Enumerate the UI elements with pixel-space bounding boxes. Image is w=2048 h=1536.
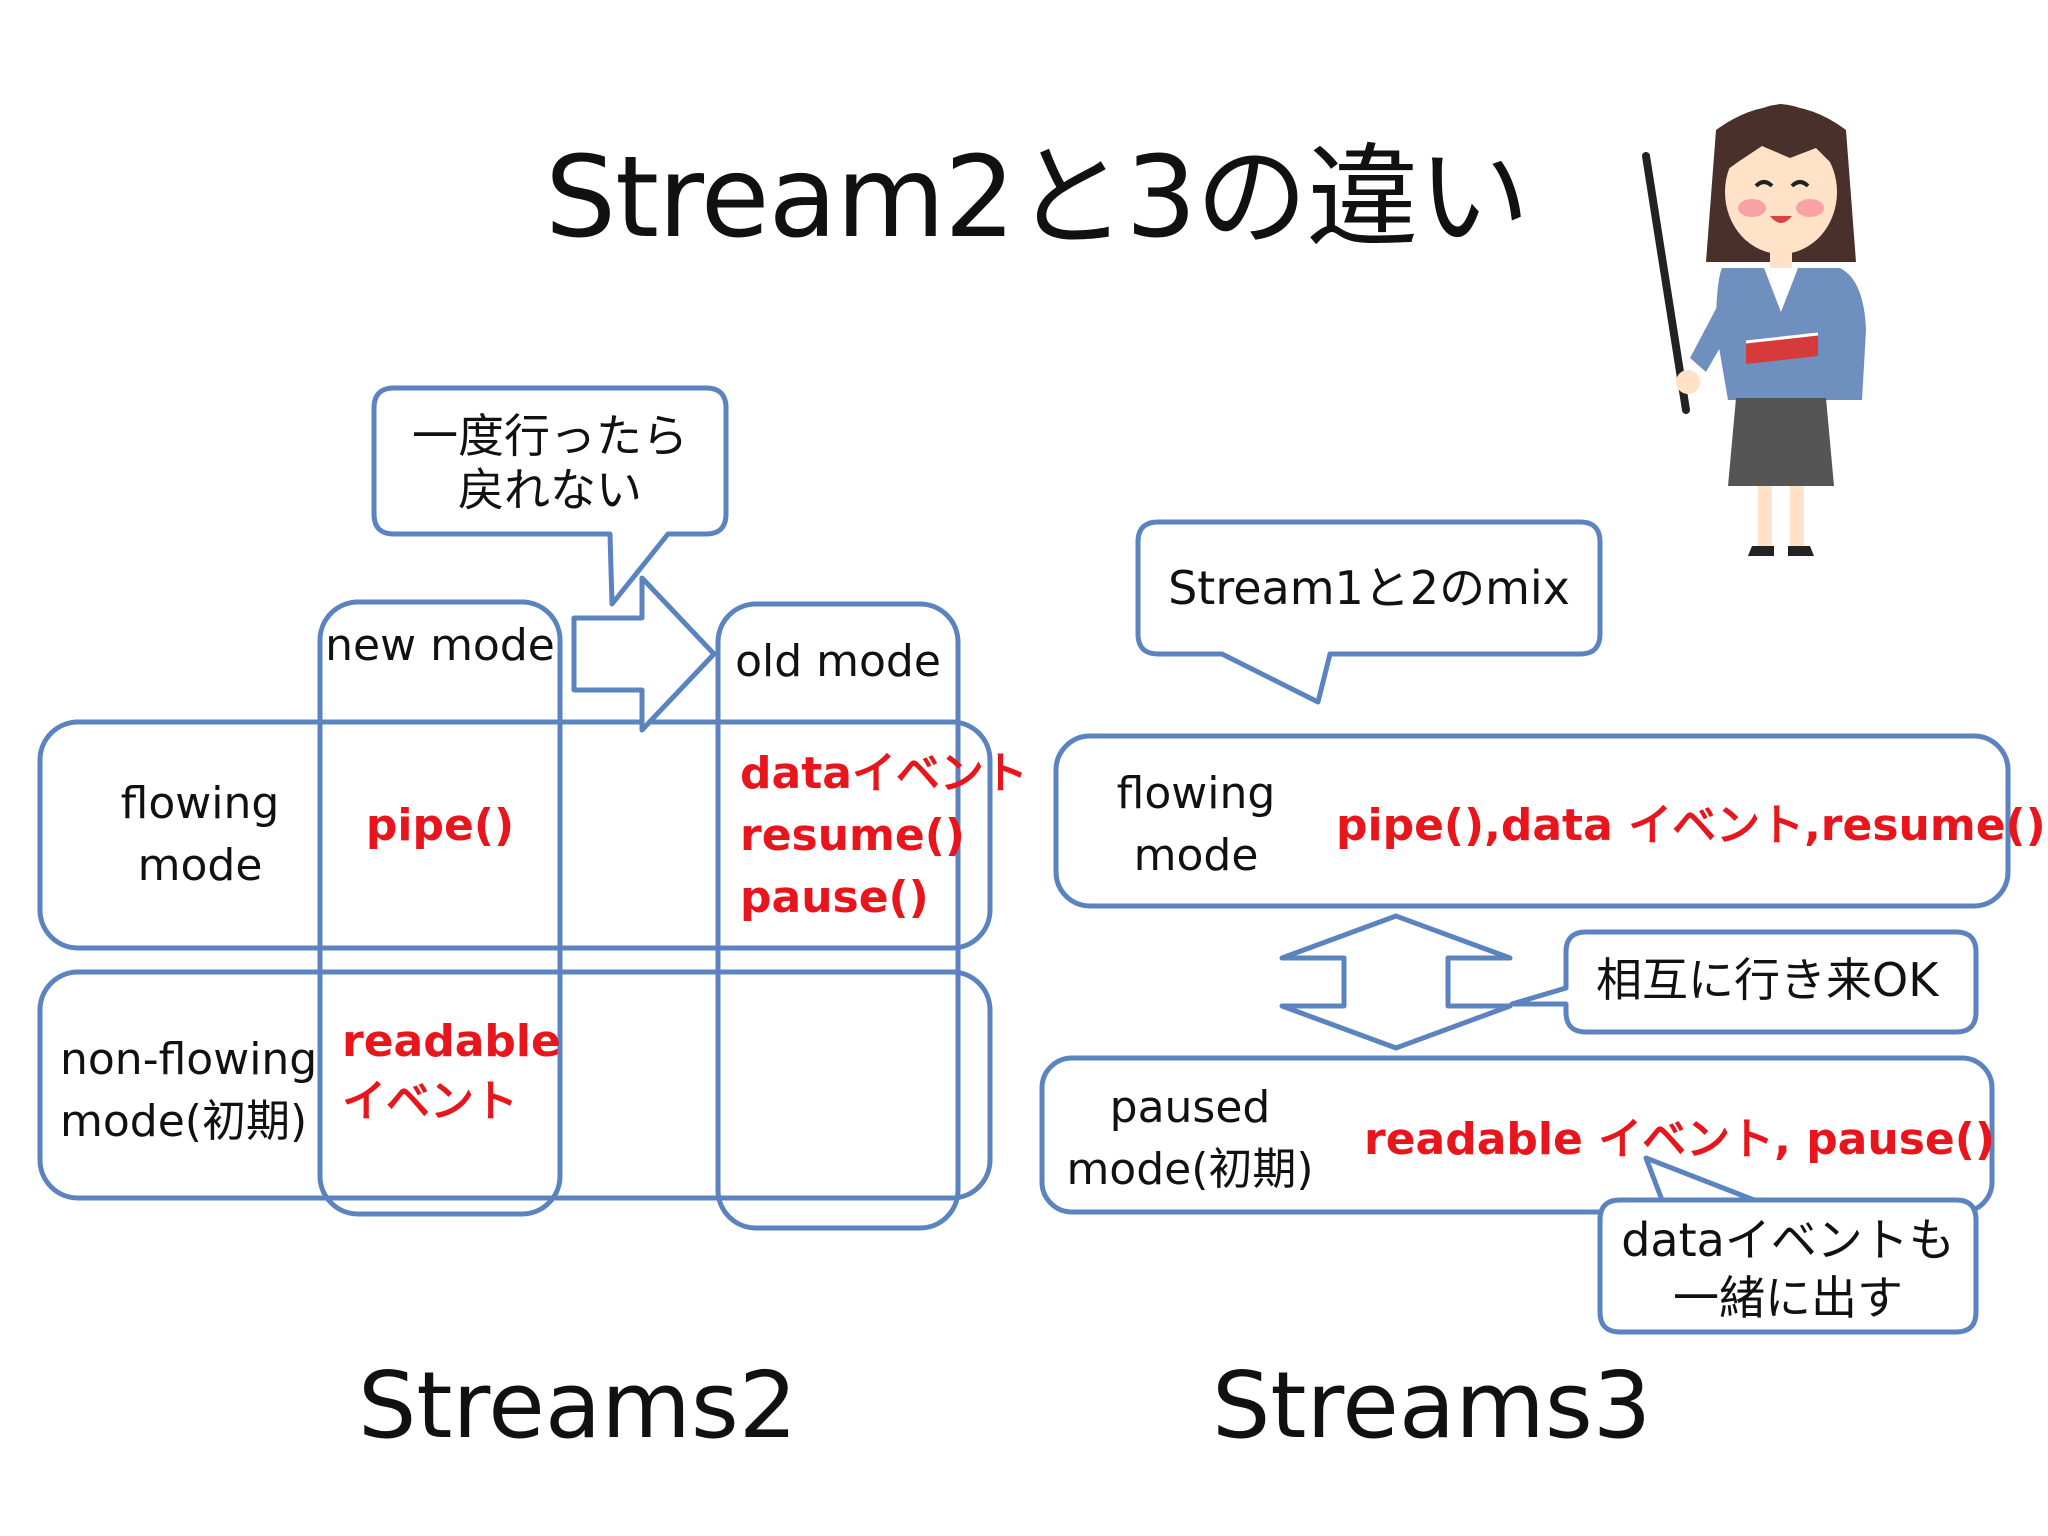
s2-callout-line2: 戻れない bbox=[458, 463, 642, 517]
s3-flowing-label-line2: mode bbox=[1133, 830, 1259, 881]
s3-mutual-callout-bubble bbox=[1509, 929, 1979, 1035]
s3-flowing-box bbox=[1053, 733, 2011, 909]
s2-old-flowing-line1: dataイベント bbox=[740, 748, 1028, 799]
s3-mix-callout-bubble bbox=[1135, 519, 1603, 705]
s3-paused-methods: readable イベント, pause() bbox=[1364, 1114, 1995, 1165]
s2-flowing-row bbox=[37, 719, 993, 951]
slide-title: Stream2と3の違い bbox=[545, 133, 1530, 263]
s2-old-mode-label: old mode bbox=[735, 636, 941, 687]
s2-nonflowing-row bbox=[37, 969, 993, 1201]
s2-old-flowing-line2: resume() bbox=[740, 810, 965, 861]
s3-data-callout-bubble bbox=[1597, 1155, 1979, 1335]
s2-old-flowing-line3: pause() bbox=[740, 872, 929, 923]
s3-two-way-arrow bbox=[1279, 913, 1513, 1051]
s3-paused-label-line2: mode(初期) bbox=[1066, 1144, 1314, 1195]
s2-new-flowing-method: pipe() bbox=[365, 800, 515, 851]
s3-paused-label-line1: paused bbox=[1109, 1082, 1271, 1133]
s2-mode-transition-arrow bbox=[571, 575, 717, 733]
s2-new-nonflowing-line2: イベント bbox=[342, 1076, 518, 1127]
s2-new-nonflowing-line1: readable bbox=[342, 1016, 561, 1067]
s2-flowing-label-line1: flowing bbox=[120, 778, 280, 829]
s2-old-mode-column bbox=[715, 601, 961, 1231]
s2-footer-label: Streams2 bbox=[358, 1352, 798, 1459]
s3-mutual-callout-text: 相互に行き来OK bbox=[1596, 953, 1939, 1007]
s3-data-callout-line1: dataイベントも bbox=[1621, 1213, 1955, 1267]
s2-flowing-label-line2: mode bbox=[137, 840, 263, 891]
s2-callout-bubble bbox=[371, 385, 729, 607]
s2-new-mode-column bbox=[317, 599, 563, 1217]
s3-paused-box bbox=[1039, 1055, 1995, 1215]
s2-new-mode-label: new mode bbox=[325, 620, 555, 671]
s3-mix-callout-text: Stream1と2のmix bbox=[1168, 561, 1570, 615]
s3-data-callout-line2: 一緒に出す bbox=[1673, 1271, 1903, 1325]
s2-nonflowing-label-line2: mode(初期) bbox=[60, 1096, 308, 1147]
s2-nonflowing-label-line1: non-flowing bbox=[60, 1034, 318, 1085]
s3-flowing-label-line1: flowing bbox=[1116, 768, 1276, 819]
s3-flowing-methods: pipe(),data イベント,resume() bbox=[1336, 800, 2046, 851]
s3-footer-label: Streams3 bbox=[1212, 1352, 1652, 1459]
s2-callout-line1: 一度行ったら bbox=[412, 409, 688, 463]
teacher-with-pointer-icon bbox=[1642, 104, 1866, 556]
